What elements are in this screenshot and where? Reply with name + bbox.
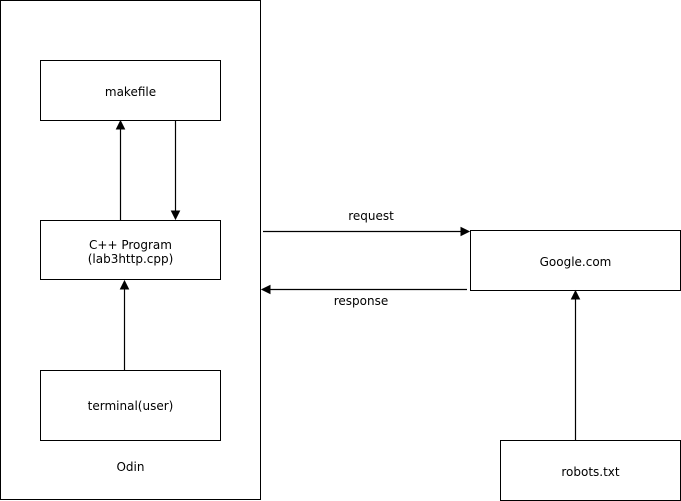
request-arrow <box>263 226 471 237</box>
response-label: response <box>334 294 389 308</box>
google-node: Google.com <box>470 230 681 291</box>
odin-label: Odin <box>116 460 144 474</box>
request-label: request <box>348 209 394 223</box>
makefile-label: makefile <box>105 85 156 99</box>
terminal-label: terminal(user) <box>88 399 174 413</box>
google-label: Google.com <box>540 255 612 269</box>
makefile-to-program-arrow <box>170 121 181 221</box>
robots-node: robots.txt <box>500 440 681 501</box>
terminal-to-program-arrow <box>119 279 130 370</box>
robots-to-google-arrow <box>570 289 581 440</box>
cpp-program-label-line2: (lab3http.cpp) <box>88 252 174 266</box>
cpp-program-node: C++ Program (lab3http.cpp) <box>40 220 221 280</box>
program-to-makefile-arrow <box>115 119 126 220</box>
response-arrow <box>260 284 467 295</box>
robots-label: robots.txt <box>561 465 620 479</box>
cpp-program-label-line1: C++ Program <box>89 238 172 252</box>
terminal-node: terminal(user) <box>40 370 221 441</box>
makefile-node: makefile <box>40 60 221 121</box>
